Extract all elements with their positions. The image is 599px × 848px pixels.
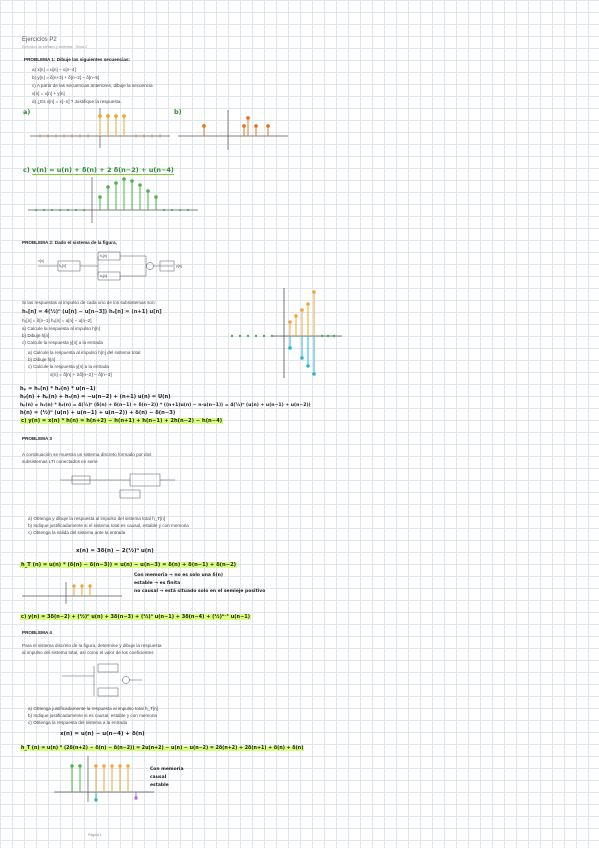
problem1-heading: PROBLEMA 1: Dibuje las siguientes secuen…: [24, 57, 131, 62]
problem2-heading: PROBLEMA 2: Dado el sistema de la figura…: [22, 240, 117, 245]
page-number: Página 1: [88, 833, 102, 837]
ticks-a: [39, 134, 161, 138]
problem1-item-c2: v[n] = x[n] + y[n]: [32, 91, 65, 96]
green-dots: [320, 334, 336, 338]
problem3-statement-0: A continuación se muestra un sistema dis…: [22, 452, 152, 457]
page-title: Ejercicios P2: [22, 37, 57, 43]
block-label-h3: h₃[n]: [100, 274, 108, 278]
problem2-statement-0: Si las respuestas al impulso de cada uno…: [22, 300, 156, 305]
problem2-statement-2: h₃[n] = δ[n−1] h₄[n] = u[n] − u[n−2]: [22, 318, 92, 323]
problem3-question-a: a) Obtenga y dibuje la respuesta al impu…: [28, 516, 166, 521]
problem1-answer-c: v(n) = u(n) + δ(n) + 2 δ(n−2) + u(n−4): [32, 166, 174, 175]
block-label-y: y[n]: [176, 264, 182, 268]
problem2-statement-5: c) Calcule la respuesta y[n] a la entrad…: [22, 340, 103, 345]
problem3-work: h_T (n) = u(n) * (δ(n) − δ(n−3)) = u(n) …: [20, 562, 238, 568]
problem2-plot-left: [230, 334, 274, 338]
problem2-work-4: c) y(n) = x(n) * h(n) = h(n+2) − h(n+1) …: [20, 418, 224, 424]
problem3-statement-1: subsistemas LTI conectados en serie: [22, 459, 98, 464]
problem2-question-a: a) Calcule la respuesta al impulso h[n] …: [28, 350, 141, 355]
problem3-question-b: b) Indique justificadamente si el sistem…: [28, 523, 189, 528]
ticks-c: [34, 208, 190, 212]
page-subtitle: Ejercicios de señales y sistemas · Tema …: [22, 45, 87, 49]
problem3-plot: [22, 582, 122, 604]
problem2-work-0: hₚ = h₁(n) * h₂(n) * u(n−1): [20, 386, 96, 392]
problem2-work-1: h₂(n) + hₚ(n) + h₃(n) = −u(n−2) + (n+1) …: [20, 394, 171, 400]
plot-a: [30, 108, 170, 148]
stems-a: [98, 114, 126, 136]
problem3-heading: PROBLEMA 3: [22, 436, 52, 441]
problem2-statement-1: h₁[n] = 4(½)ⁿ (u[n] − u[n−3]) h₂[n] = (n…: [22, 309, 162, 315]
problem4-question-c: c) Obtenga la respuesta del sistema a la…: [28, 720, 128, 725]
stems-c: [98, 177, 158, 210]
problem3-note-1: estable → es finita: [134, 581, 181, 586]
problem4-block-diagram: [62, 663, 142, 697]
problem1-label-a: a): [23, 108, 31, 116]
cyan-stems: [288, 336, 316, 376]
problem2-question-b: b) Dibuje h[n]: [28, 357, 56, 362]
stems-b: [202, 116, 270, 136]
problem3-note-2: no causal → está situado solo en el semi…: [134, 589, 266, 594]
problem2-work-3: h(n) = (½)ⁿ (u(n) + u(n−1) + u(n−2)) + δ…: [20, 410, 176, 416]
problem3-input: x(n) = 3δ(n) − 2(½)ⁿ u(n): [76, 548, 154, 554]
problem1-item-c: c) A partir de las secuencias anteriores…: [32, 83, 153, 88]
problem2-block-diagram: [38, 251, 175, 281]
problem3-note-0: Con memoria → no es solo una δ(n): [134, 573, 223, 578]
problem4-statement-1: al impulso del sistema total, así como e…: [22, 650, 154, 655]
problem2-work-2: hₚ(n) = h₁(n) * h₂(n) = 4(½)ⁿ (δ(n) + δ(…: [20, 403, 311, 408]
problem3-answer-c: c) y(n) = 3δ(n−2) + (½)ⁿ u(n) + 3δ(n−3) …: [20, 614, 252, 620]
problem4-question-b: b) Indique justificadamente si es causal…: [28, 713, 157, 718]
problem3-question-c: c) Obtenga la salida del sistema ante la…: [28, 530, 126, 535]
plot-b: [178, 110, 288, 150]
orange-stems: [288, 290, 316, 336]
problem4-question-a: a) Obtenga justificadamente la respuesta…: [28, 706, 158, 711]
problem1-item-d: d) ¿Es v[n] = x[−n] ? Justifique la resp…: [32, 99, 122, 104]
problem2-statement-3: a) Calcule la respuesta al impulso h[n]: [22, 326, 100, 331]
problem2-question-c: c) Calcule la respuesta y[n] a la entrad…: [28, 364, 109, 369]
problem4-note-0: Con memoria: [150, 767, 184, 772]
problem3-block-diagram: [60, 473, 175, 499]
problem2-input: x[n] = δ[n] + 2δ[n−2] − δ[n−3]: [50, 373, 112, 378]
problem1-label-c: c): [23, 166, 30, 174]
problem2-statement-4: b) Dibuje h[n]: [22, 333, 50, 338]
problem4-input: x(n) = u(n) − u(n−4) + δ(n): [60, 731, 145, 737]
problem4-work: h_T (n) = u(n) * (2δ(n+2) − δ(n) − δ(n−2…: [20, 746, 305, 751]
plot-c: [28, 177, 198, 223]
problem1-item-b: b) y[n] = δ[n+3] + δ[n−2] − δ[n−5]: [32, 75, 100, 80]
block-label-h1: h₁[n]: [59, 264, 67, 268]
problem2-plot: [272, 288, 342, 378]
problem4-statement-0: Para el sistema discreto de la figura, d…: [22, 643, 162, 648]
block-label-h2: h₂[n]: [100, 254, 108, 258]
problem1-label-b: b): [174, 108, 182, 116]
problem4-note-1: causal: [150, 775, 167, 780]
block-label-x: x[n]: [38, 259, 44, 263]
problem4-heading: PROBLEMA 4: [22, 630, 52, 635]
problem4-plot: [54, 756, 154, 802]
problem1-item-a: a) x[n] = u[n] − u[n−4]: [32, 67, 76, 72]
problem4-note-2: estable: [150, 783, 169, 788]
